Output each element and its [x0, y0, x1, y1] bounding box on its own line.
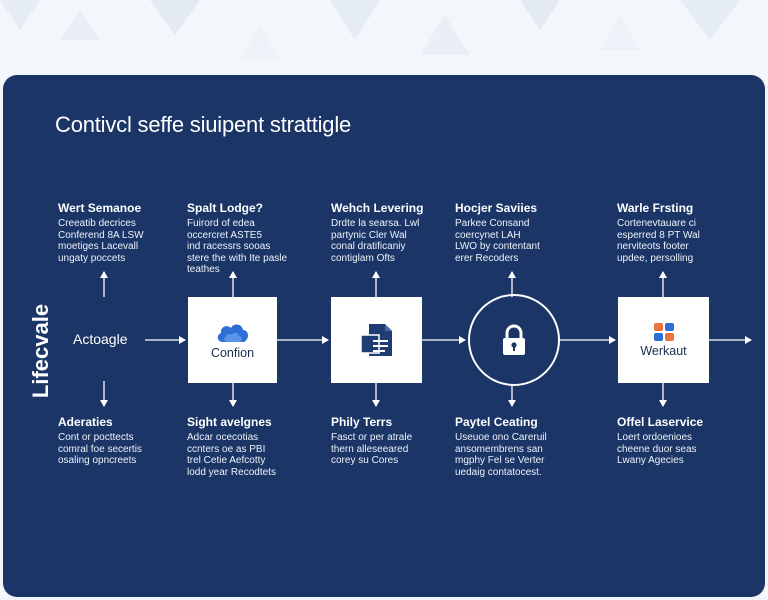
top-block: Wehch Levering Drdte la searsa. Lwl part…: [331, 201, 423, 264]
lock-icon: [503, 324, 525, 355]
block-line: ind racessrs sooas: [187, 241, 271, 252]
bottom-block: Offel Laservice Loert ordoenioes cheene …: [617, 415, 703, 467]
diagram-title: Contivcl seffe siuipent strattigle: [55, 112, 352, 137]
block-heading: Wert Semanoe: [58, 201, 142, 215]
side-label: Lifecvale: [28, 303, 53, 399]
block-line: LWO by contentant: [455, 241, 540, 252]
block-line: occercret ASTE5: [187, 229, 263, 241]
top-block: Wert Semanoe Creeatib decrices Conferend…: [58, 201, 144, 264]
block-line: Creeatib decrices: [58, 218, 136, 229]
top-block: Spalt Lodge? Fuirord of edea occercret A…: [187, 201, 287, 276]
node-confion[interactable]: Confion: [188, 297, 277, 383]
block-line: partynic Cler Wal: [331, 229, 407, 241]
block-line: lodd year Recodtets: [187, 466, 276, 478]
block-heading: Aderaties: [58, 415, 113, 429]
block-heading: Sight avelgnes: [187, 415, 272, 429]
node-caption: Werkaut: [640, 344, 687, 358]
block-line: erer Recoders: [455, 252, 519, 264]
block-line: ungaty poccets: [58, 252, 126, 264]
block-line: ansomembrens san: [455, 443, 543, 455]
block-line: conal dratificaniy: [331, 241, 406, 252]
block-line: trel Cetie Aefcotty: [187, 455, 266, 466]
block-heading: Phily Terrs: [331, 415, 393, 429]
block-line: Lwany Agecies: [617, 455, 684, 466]
block-line: comral foe secertis: [58, 443, 142, 455]
block-line: Loert ordoenioes: [617, 432, 693, 443]
cloud-icon: [217, 324, 248, 342]
block-line: stere the with Ite pasle: [187, 252, 288, 264]
block-line: Fuirord of edea: [187, 218, 255, 229]
block-line: nerviteots footer: [617, 241, 689, 252]
bottom-block: Aderaties Cont or pocttects comral foe s…: [58, 415, 142, 467]
block-line: uedaig contatocest.: [455, 466, 542, 478]
block-line: ccnters oe as PBI: [187, 443, 266, 455]
bottom-block: Sight avelgnes Adcar ocecotias ccnters o…: [187, 415, 276, 478]
block-line: thern alleseeared: [331, 443, 409, 455]
top-block: Warle Frsting Cortenevtauare ci esperred…: [617, 201, 700, 264]
block-heading: Paytel Ceating: [455, 415, 538, 429]
block-line: coercynet LAH: [455, 229, 521, 241]
block-line: updee, persolling: [617, 252, 694, 264]
block-line: Drdte la searsa. Lwl: [331, 218, 420, 229]
diagram-panel: Contivcl seffe siuipent strattigle Lifec…: [3, 75, 765, 597]
block-line: mgphy Fel se Verter: [455, 455, 545, 466]
block-line: Conferend 8A LSW: [58, 229, 144, 241]
block-line: Fasct or per atrale: [331, 432, 413, 443]
block-heading: Hocjer Saviies: [455, 201, 538, 215]
document-icon: [359, 324, 392, 356]
block-heading: Spalt Lodge?: [187, 201, 263, 215]
node-document[interactable]: [331, 297, 422, 383]
connector-layer: [100, 271, 752, 407]
block-line: Cortenevtauare ci: [617, 218, 696, 229]
node-lock[interactable]: [468, 294, 560, 386]
node-werkaut[interactable]: Werkaut: [618, 297, 709, 383]
block-heading: Wehch Levering: [331, 201, 424, 215]
block-line: esperred 8 PT Wal: [617, 229, 700, 241]
block-line: Useuoe ono Careruil: [455, 432, 547, 443]
bottom-block: Phily Terrs Fasct or per atrale thern al…: [331, 415, 412, 467]
block-line: moetiges Lacevall: [58, 241, 139, 252]
app-logo-icon: [653, 323, 674, 341]
block-line: Parkee Consand: [455, 218, 530, 229]
block-heading: Offel Laservice: [617, 415, 704, 429]
start-node-label: Actoagle: [73, 331, 128, 347]
background-pattern: [0, 0, 740, 60]
block-line: teathes: [187, 264, 220, 275]
bottom-block: Paytel Ceating Useuoe ono Careruil ansom…: [455, 415, 547, 478]
block-heading: Warle Frsting: [617, 201, 694, 215]
block-line: corey su Cores: [331, 455, 399, 466]
top-block: Hocjer Saviies Parkee Consand coercynet …: [455, 201, 540, 264]
block-line: cheene duor seas: [617, 443, 697, 455]
block-line: Adcar ocecotias: [187, 432, 259, 443]
node-caption: Confion: [210, 346, 255, 360]
block-line: contiglam Ofts: [331, 252, 395, 264]
block-line: Cont or pocttects: [58, 432, 134, 443]
block-line: osaling opncreets: [58, 455, 137, 466]
